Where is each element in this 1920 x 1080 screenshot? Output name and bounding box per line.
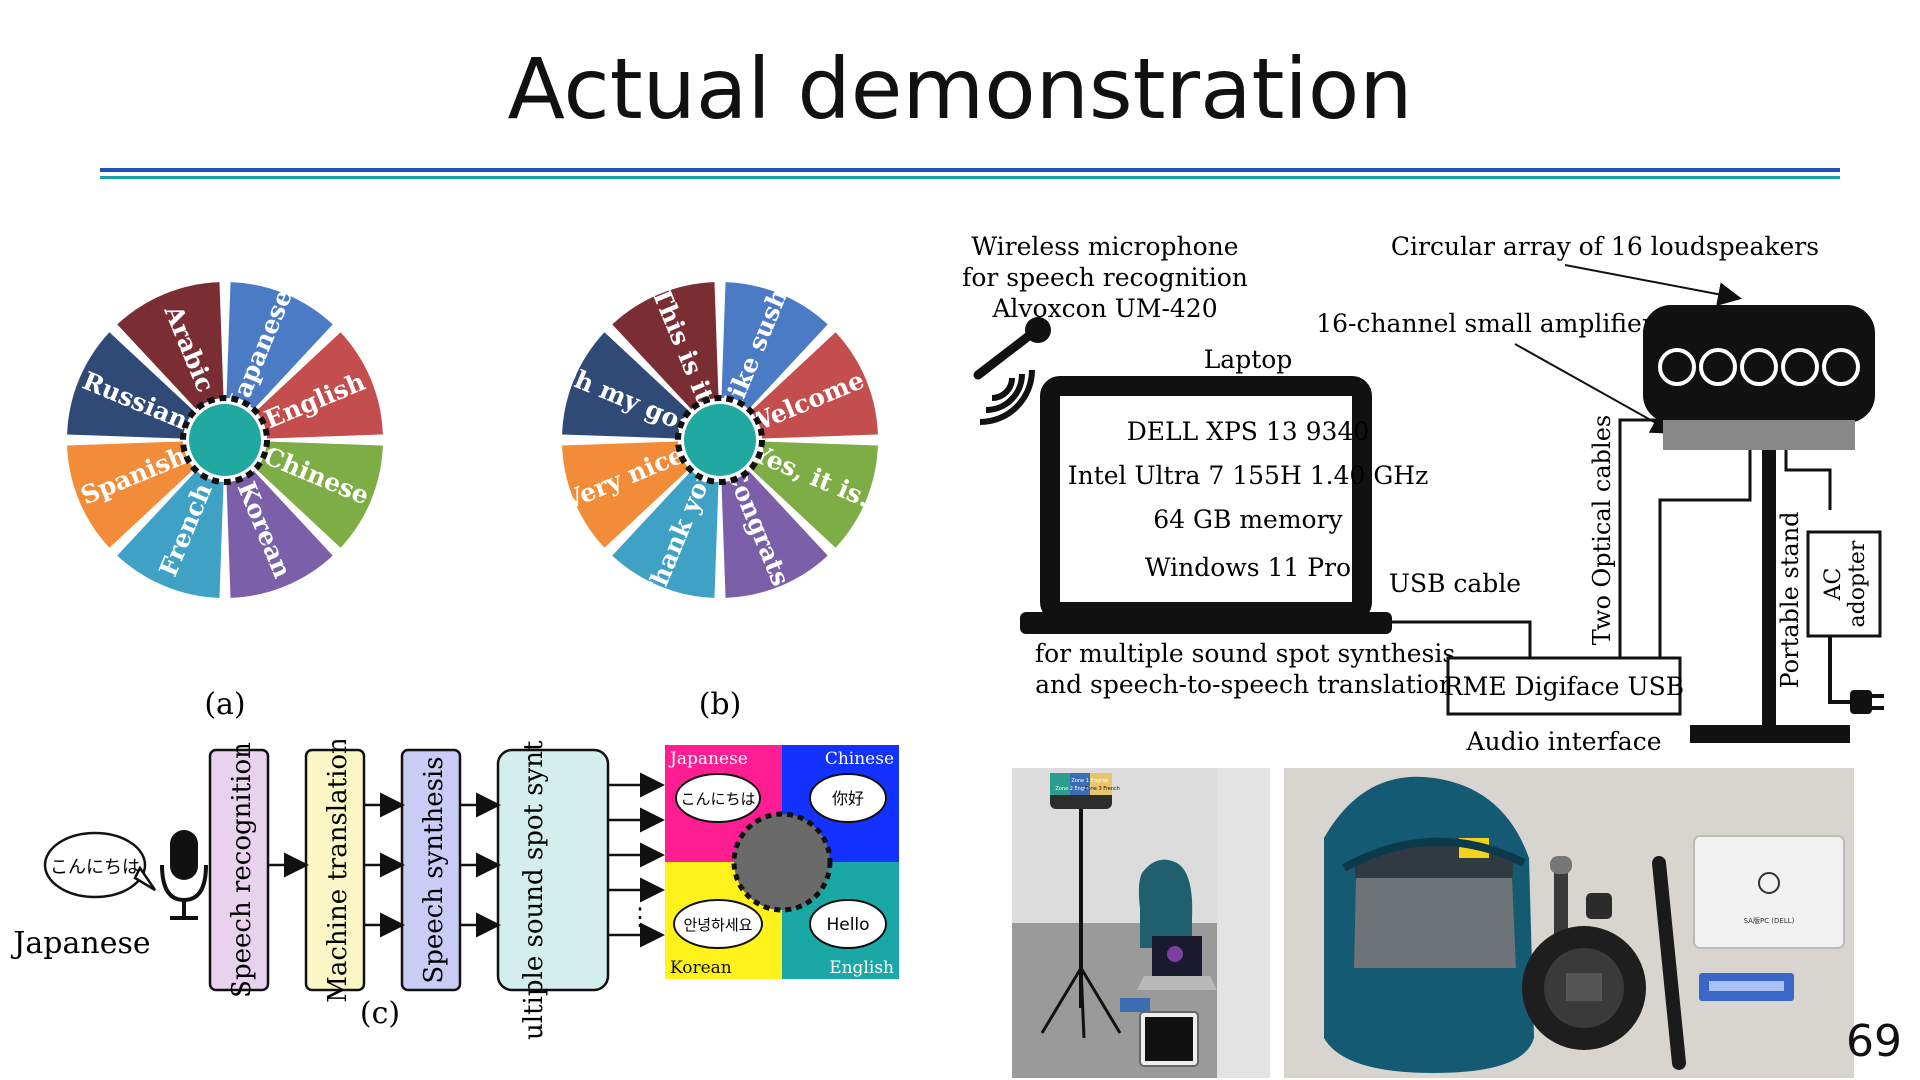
photo-right-laptop-text: SA版PC (DELL) — [1744, 916, 1795, 925]
block-speech-synthesis-label: Speech synthesis — [419, 756, 449, 983]
laptop-icon — [1020, 376, 1392, 634]
photo-left-label-3: Zone 3 French — [1084, 786, 1120, 792]
hardware-setup-diagram: Wireless microphone for speech recogniti… — [962, 232, 1884, 756]
bubble-chinese: 你好 — [832, 789, 864, 808]
ellipsis: ⋮ — [628, 903, 652, 931]
wheel-a-segment-1 — [225, 332, 383, 440]
audio-interface-label: Audio interface — [1466, 727, 1662, 756]
wheel-a-segment-4 — [117, 440, 225, 598]
wheel-a-center — [189, 404, 261, 476]
page-number: 69 — [1846, 1016, 1902, 1067]
speech-bubble: こんにちは — [43, 831, 157, 899]
amplifier-arrow — [1514, 343, 1676, 434]
wheel-b-segment-2 — [720, 440, 878, 548]
portable-stand-label: Portable stand — [1776, 511, 1804, 688]
wheel-a-segments: JapaneseEnglishChineseKoreanFrenchSpanis… — [67, 282, 383, 598]
ac-adopter-label-2: adopter — [1845, 540, 1870, 627]
laptop-spec-os: Windows 11 Pro — [1145, 553, 1351, 582]
mic-label-line-3: Alvoxcon UM-420 — [991, 294, 1217, 323]
block-multiple-sound-spot: Multiple sound spot synthesis — [496, 740, 610, 1040]
block-speech-synthesis: Speech synthesis — [400, 748, 462, 992]
quadrant-korean-label: Korean — [670, 958, 732, 978]
audio-interface-box-label: RME Digiface USB — [1444, 672, 1684, 701]
wheel-a-segment-2 — [225, 440, 383, 548]
speaker-array-arrow — [1564, 264, 1742, 307]
block-speech-recognition: Speech recognition — [208, 742, 270, 998]
block-machine-translation: Machine translation — [304, 740, 366, 1003]
laptop-spec-model: DELL XPS 13 9340 — [1127, 417, 1370, 446]
page-title: Actual demonstration — [507, 40, 1413, 138]
caption-a: (a) — [204, 687, 245, 722]
portable-stand-pole — [1762, 450, 1776, 725]
block-machine-translation-label: Machine translation — [323, 740, 353, 1003]
wheel-b-segment-7 — [612, 282, 720, 440]
photo-left-label-1: Zone 1 English — [1071, 778, 1108, 784]
speaker-array-label: Circular array of 16 loudspeakers — [1391, 232, 1819, 261]
wheel-a-segment-0 — [225, 282, 333, 440]
wheel-a-segment-7 — [117, 282, 225, 440]
speech-bubble-text: こんにちは — [50, 857, 140, 878]
sound-spot-room: Japanese Chinese Korean English こんにちは 你好… — [665, 745, 899, 979]
power-cable-bottom — [1828, 636, 1850, 704]
pipeline-diagram: こんにちは Japanese Speech recognition Machin… — [10, 740, 899, 1040]
optical-cables-label: Two Optical cables — [1588, 415, 1616, 646]
photo-setup-room: Zone 1 English Zone 2 English Zone 3 Fre… — [1012, 768, 1270, 1078]
wireless-microphone-icon — [973, 317, 1051, 425]
microphone-icon — [160, 830, 208, 920]
photo-left-label-2: Zone 2 English — [1055, 786, 1092, 792]
title-rule-blue — [100, 168, 1840, 172]
mic-label-line-1: Wireless microphone — [971, 232, 1238, 261]
wheel-b-segment-1 — [720, 332, 878, 440]
wheel-b-center — [684, 404, 756, 476]
wheel-a: JapaneseEnglishChineseKoreanFrenchSpanis… — [67, 282, 383, 722]
wheel-a-segment-6 — [67, 332, 225, 440]
bubble-japanese: こんにちは — [680, 790, 755, 808]
block-speech-recognition-label: Speech recognition — [227, 742, 257, 998]
mic-label-line-2: for speech recognition — [962, 263, 1248, 292]
photo-equipment: SA版PC (DELL) — [1284, 768, 1854, 1078]
caption-c: (c) — [360, 996, 400, 1031]
usb-cable-line — [1392, 620, 1532, 658]
wheel-b-segments: I like sushi.Welcome!Yes, it is.Congrats… — [550, 270, 878, 607]
bubble-korean: 안녕하세요 — [683, 916, 752, 934]
usb-cable-label: USB cable — [1389, 569, 1521, 598]
laptop-label: Laptop — [1204, 345, 1293, 374]
block-multiple-sound-spot-label: Multiple sound spot synthesis — [519, 740, 549, 1040]
laptop-purpose-line-1: for multiple sound spot synthesis — [1035, 639, 1455, 668]
audio-interface-box — [1446, 656, 1682, 716]
wheel-b: I like sushi.Welcome!Yes, it is.Congrats… — [550, 270, 878, 722]
quadrant-japanese-label: Japanese — [668, 749, 748, 769]
bubble-english: Hello — [826, 915, 869, 935]
quadrant-english-label: English — [829, 958, 894, 978]
wheel-a-segment-3 — [225, 440, 333, 598]
laptop-purpose-line-2: and speech-to-speech translation — [1035, 670, 1455, 699]
amplifier-label: 16-channel small amplifier — [1316, 309, 1654, 338]
loudspeaker-array-icon — [1643, 305, 1875, 450]
title-rule-teal — [100, 176, 1840, 179]
caption-b: (b) — [699, 687, 742, 722]
quadrant-chinese-label: Chinese — [825, 749, 894, 769]
laptop-spec-cpu: Intel Ultra 7 155H 1.40 GHz — [1068, 461, 1429, 490]
wheel-b-segment-6 — [562, 332, 720, 440]
laptop-spec-memory: 64 GB memory — [1153, 505, 1343, 534]
wheel-b-segment-0 — [720, 282, 828, 440]
input-language: Japanese — [10, 926, 150, 961]
wheel-b-segment-5 — [562, 440, 720, 548]
ac-adopter-label-1: AC — [1821, 568, 1846, 602]
wheel-b-segment-3 — [720, 440, 828, 598]
pipeline-arrows — [268, 772, 665, 948]
portable-stand-base — [1690, 725, 1850, 743]
power-cable-top — [1784, 450, 1832, 510]
wheel-a-segment-5 — [67, 440, 225, 548]
wheel-b-segment-4 — [612, 440, 720, 598]
power-plug-icon — [1850, 690, 1884, 714]
ac-adopter-box — [1806, 530, 1882, 638]
